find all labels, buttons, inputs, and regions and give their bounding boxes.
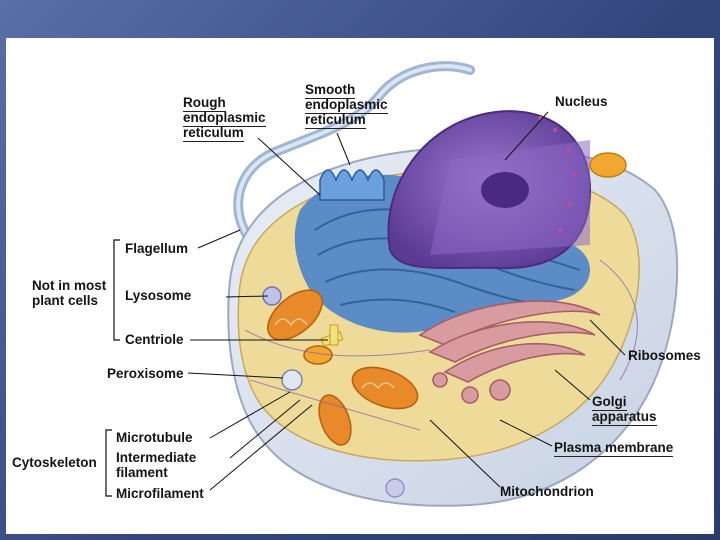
label-rough-er: Rough endoplasmic reticulum — [183, 95, 266, 142]
label-centriole: Centriole — [125, 332, 184, 347]
centriole — [320, 324, 344, 347]
label-nucleus: Nucleus — [555, 94, 608, 109]
label-smooth-er: Smooth endoplasmic reticulum — [305, 82, 388, 129]
golgi-apparatus — [418, 300, 601, 404]
nucleolus — [481, 172, 529, 208]
label-peroxisome: Peroxisome — [107, 366, 184, 381]
leader-lines — [187, 111, 626, 491]
label-lysosome: Lysosome — [125, 288, 192, 303]
label-cytoskeleton: Cytoskeleton — [12, 455, 97, 470]
label-ribosomes: Ribosomes — [628, 348, 701, 363]
mitochondria — [267, 289, 419, 446]
label-microfilament: Microfilament — [116, 486, 204, 501]
label-intermediate-filament: Intermediate filament — [116, 450, 197, 480]
label-plasma-membrane: Plasma membrane — [554, 440, 674, 457]
label-not-in-most-plant-cells: Not in most plant cells — [32, 278, 107, 308]
label-microtubule: Microtubule — [116, 430, 193, 445]
label-flagellum: Flagellum — [125, 241, 189, 256]
peroxisome — [281, 369, 303, 391]
label-golgi-apparatus: Golgi apparatus — [592, 394, 657, 426]
label-mitochondrion: Mitochondrion — [500, 484, 594, 499]
